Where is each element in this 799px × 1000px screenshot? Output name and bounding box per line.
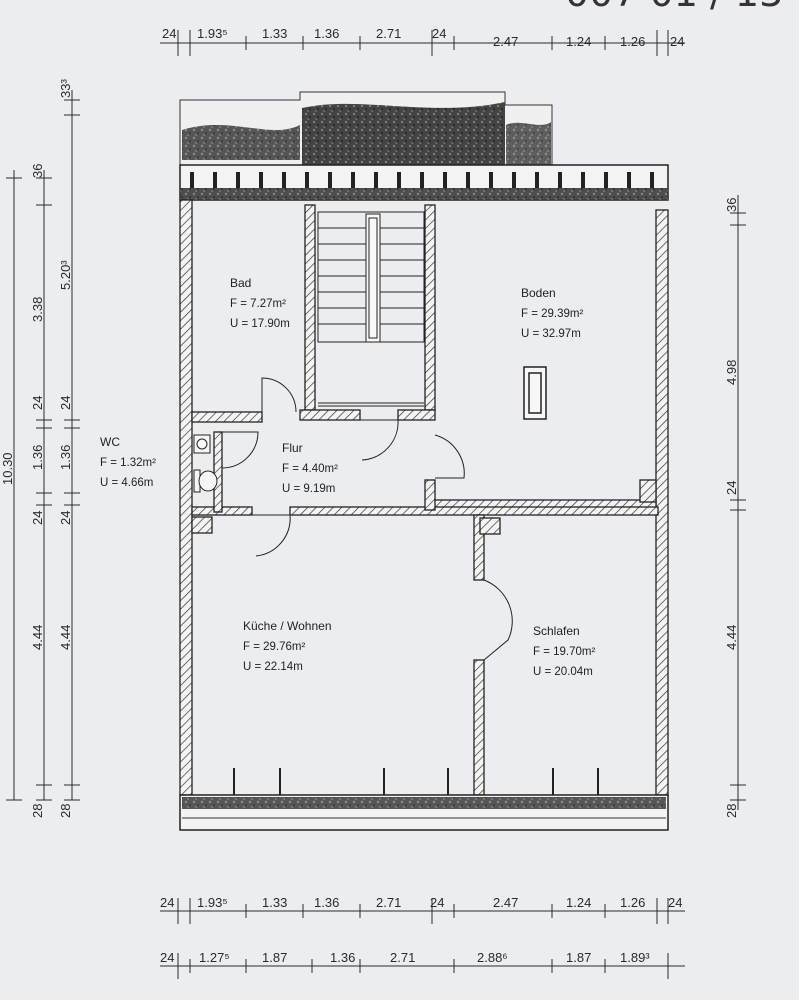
top-dimension-row — [160, 30, 685, 56]
dim-right-4: 4.98 — [724, 360, 739, 385]
room-wc-name: WC — [100, 435, 120, 449]
room-boden-name: Boden — [521, 286, 556, 300]
dim-bottom1-4: 1.36 — [314, 895, 339, 910]
door-swings — [221, 377, 513, 661]
staircase — [317, 211, 425, 407]
dim-bottom2-7: 1.87 — [566, 950, 591, 965]
dim-top-8: 1.24 — [566, 34, 591, 49]
dim-bottom2-2: 1.27⁵ — [199, 950, 230, 965]
railing-posts — [190, 172, 654, 188]
dim-bottom1-9: 1.26 — [620, 895, 645, 910]
room-bad-perimeter: U = 17.90m — [230, 318, 290, 330]
dim-bottom1-10: 24 — [668, 895, 682, 910]
dim-bottom2-1: 24 — [160, 950, 174, 965]
window-marks — [233, 768, 599, 795]
dim-left2-4: 1.36 — [58, 445, 73, 470]
dim-top-2: 1.93⁵ — [197, 26, 228, 41]
dim-bottom2-3: 1.87 — [262, 950, 287, 965]
room-kueche-area: F = 29.76m² — [243, 641, 305, 653]
dim-left1-5: 24 — [30, 396, 45, 410]
dim-left-total: 10.30 — [0, 452, 15, 485]
bottom-facade — [179, 794, 669, 831]
room-flur-area: F = 4.40m² — [282, 463, 338, 475]
dim-right-1: 28 — [724, 804, 739, 818]
dim-bottom1-2: 1.93⁵ — [197, 895, 228, 910]
dim-top-3: 1.33 — [262, 26, 287, 41]
room-schlafen: Schlafen F = 19.70m² U = 20.04m — [533, 624, 595, 678]
dim-bottom1-7: 2.47 — [493, 895, 518, 910]
dim-left1-6: 3.38 — [30, 297, 45, 322]
room-wc-perimeter: U = 4.66m — [100, 477, 153, 489]
room-flur-name: Flur — [282, 441, 303, 455]
dim-left1-7: 36 — [30, 164, 45, 178]
dim-top-6: 24 — [432, 26, 446, 41]
dim-left1-1: 28 — [30, 804, 45, 818]
dim-left2-1: 28 — [58, 804, 73, 818]
room-bad-name: Bad — [230, 276, 251, 290]
room-bad-area: F = 7.27m² — [230, 298, 286, 310]
dim-left2-5: 24 — [58, 396, 73, 410]
dim-bottom1-8: 1.24 — [566, 895, 591, 910]
dim-left2-2: 4.44 — [58, 625, 73, 650]
room-boden-perimeter: U = 32.97m — [521, 328, 581, 340]
room-wc: WC F = 1.32m² U = 4.66m — [100, 435, 156, 489]
room-flur-perimeter: U = 9.19m — [282, 483, 335, 495]
bottom-dimension-row-2 — [160, 953, 685, 979]
roof-terrace — [179, 91, 669, 201]
dim-left2-3: 24 — [58, 511, 73, 525]
dim-bottom1-6: 24 — [430, 895, 444, 910]
dim-left2-7: 33³ — [58, 79, 73, 98]
dim-bottom1-3: 1.33 — [262, 895, 287, 910]
room-kueche-name: Küche / Wohnen — [243, 619, 332, 633]
corner-code: 007 01 / 13 — [565, 0, 783, 15]
dim-left1-2: 4.44 — [30, 625, 45, 650]
left-dimension-lines — [6, 90, 80, 801]
dim-bottom2-6: 2.88⁶ — [477, 950, 508, 965]
dim-right-5: 36 — [724, 198, 739, 212]
skylight — [523, 366, 547, 420]
dim-bottom1-5: 2.71 — [376, 895, 401, 910]
dim-bottom1-1: 24 — [160, 895, 174, 910]
bottom-dimension-row-1 — [160, 898, 685, 924]
room-schlafen-area: F = 19.70m² — [533, 646, 595, 658]
room-wc-area: F = 1.32m² — [100, 457, 156, 469]
walls — [179, 199, 669, 796]
dim-right-3: 24 — [724, 481, 739, 495]
right-dimension-lines — [730, 195, 746, 810]
dim-top-1: 24 — [162, 26, 176, 41]
room-kueche: Küche / Wohnen F = 29.76m² U = 22.14m — [243, 619, 332, 673]
dim-top-5: 2.71 — [376, 26, 401, 41]
dim-bottom2-4: 1.36 — [330, 950, 355, 965]
dim-top-10: 24 — [670, 34, 684, 49]
room-schlafen-perimeter: U = 20.04m — [533, 666, 593, 678]
room-kueche-perimeter: U = 22.14m — [243, 661, 303, 673]
room-flur: Flur F = 4.40m² U = 9.19m — [282, 441, 338, 495]
dim-left1-3: 24 — [30, 511, 45, 525]
dim-top-9: 1.26 — [620, 34, 645, 49]
dim-left2-6: 5.20³ — [58, 260, 73, 290]
dim-bottom2-8: 1.89³ — [620, 950, 650, 965]
dim-bottom2-5: 2.71 — [390, 950, 415, 965]
room-boden: Boden F = 29.39m² U = 32.97m — [521, 286, 583, 340]
room-bad: Bad F = 7.27m² U = 17.90m — [230, 276, 290, 330]
room-schlafen-name: Schlafen — [533, 624, 580, 638]
wc-fixtures — [193, 434, 218, 493]
dim-left1-4: 1.36 — [30, 445, 45, 470]
dim-top-7: 2.47 — [493, 34, 518, 49]
room-boden-area: F = 29.39m² — [521, 308, 583, 320]
dim-right-2: 4.44 — [724, 625, 739, 650]
dim-top-4: 1.36 — [314, 26, 339, 41]
